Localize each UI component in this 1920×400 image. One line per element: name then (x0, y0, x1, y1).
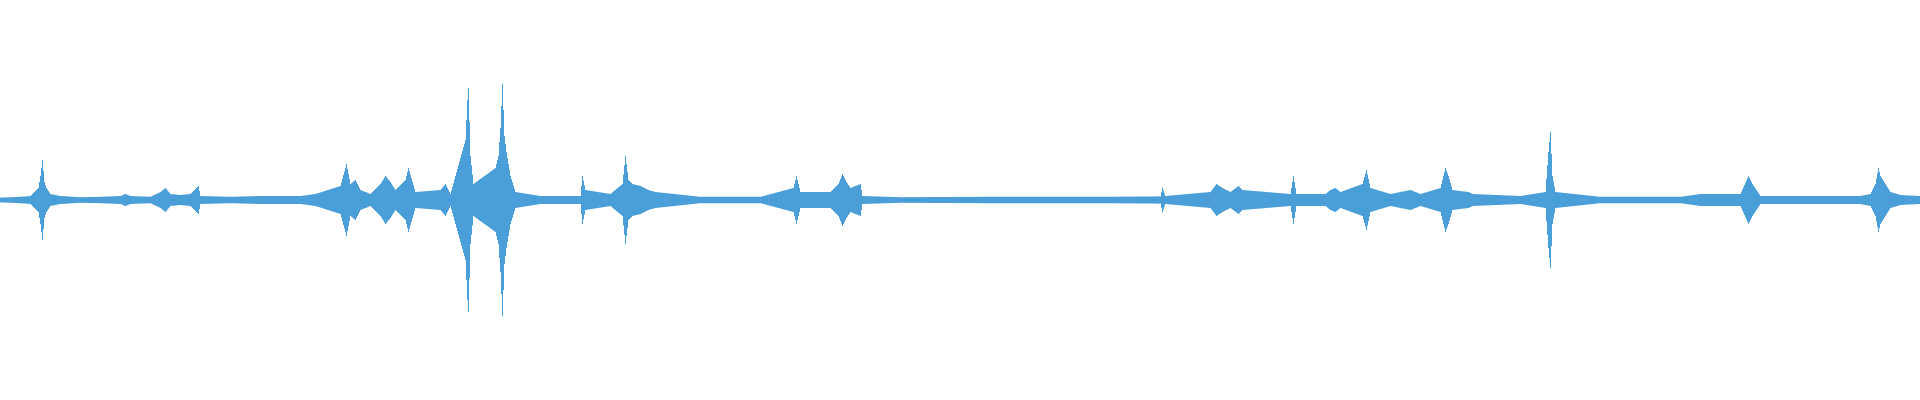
waveform-viewport[interactable] (0, 0, 1920, 400)
waveform-graph[interactable] (0, 0, 1920, 400)
